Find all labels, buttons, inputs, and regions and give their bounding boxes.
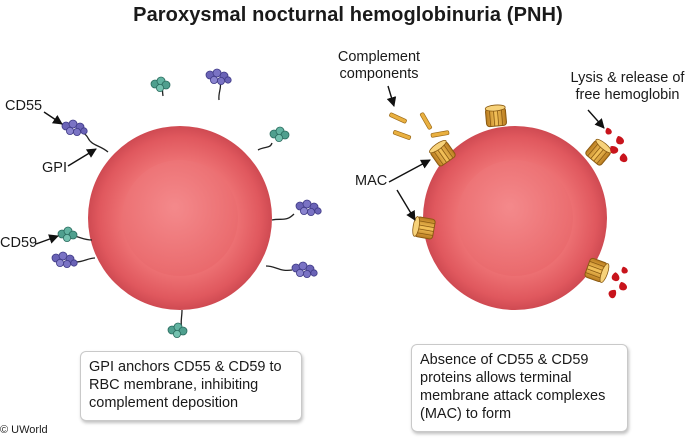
left-rbc [88,126,272,310]
diagram-title: Paroxysmal nocturnal hemoglobinuria (PNH… [133,4,563,26]
gpi-label: GPI [42,160,67,176]
left-caption: GPI anchors CD55 & CD59 to RBC membrane,… [80,351,302,421]
mac-label: MAC [355,173,388,189]
uworld-credit: © UWorld [0,424,48,436]
cd55-label: CD55 [5,98,43,114]
cd59-label: CD59 [0,235,38,251]
lysis-label: Lysis & release of free hemoglobin [570,70,685,103]
label-arrows [35,85,605,245]
complement-rod-icon [388,111,450,141]
complement-components-label: Complement components [337,49,421,82]
right-caption: Absence of CD55 & CD59 proteins allows t… [411,344,628,432]
right-rbc [423,126,607,310]
